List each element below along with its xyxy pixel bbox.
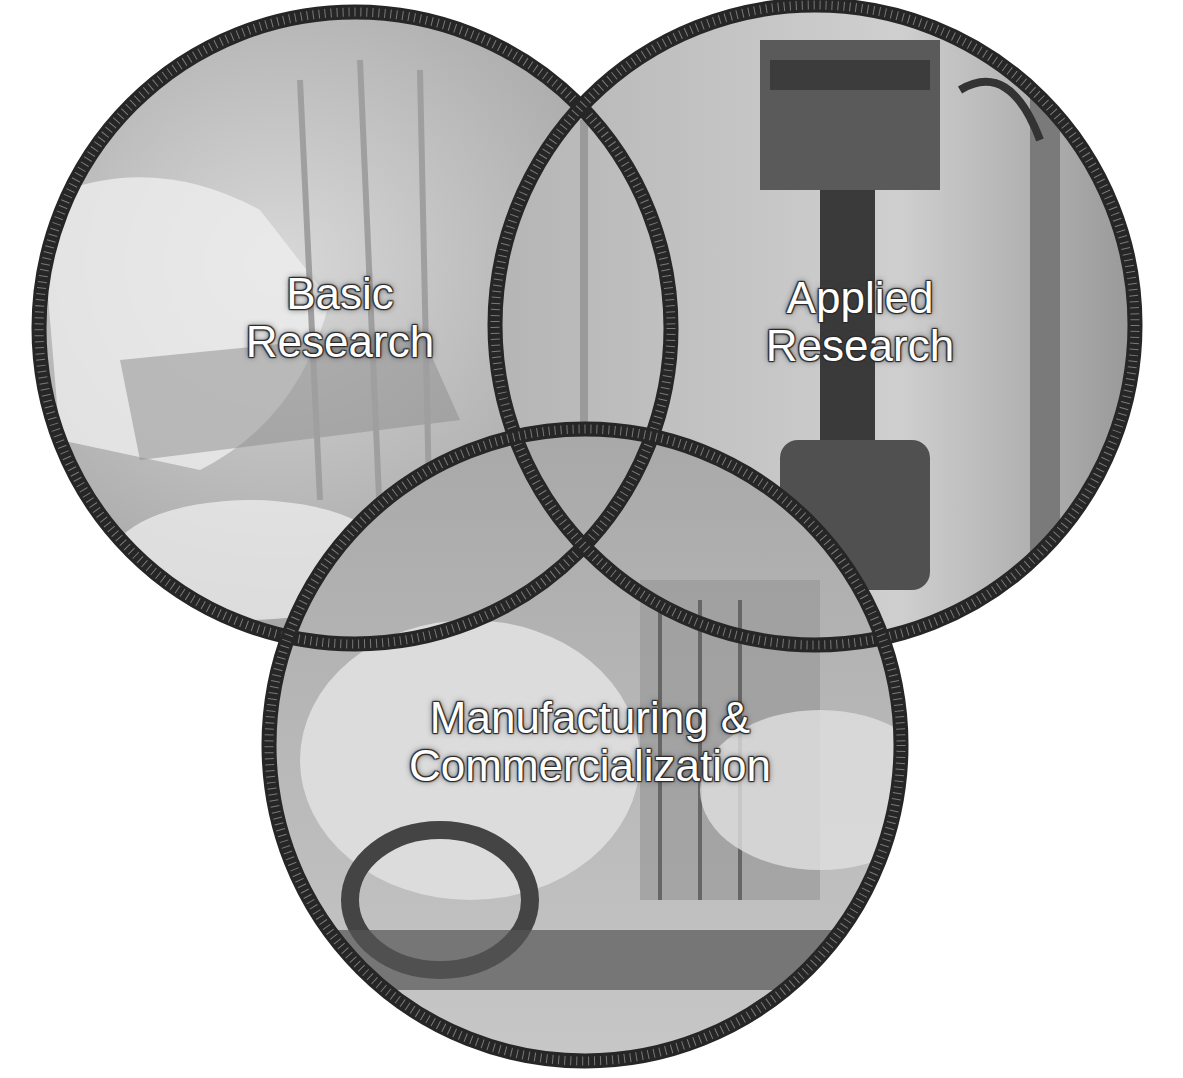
circle-border: [39, 12, 671, 644]
manufacturing-circle: Manufacturing & Commercialization: [267, 427, 903, 1063]
circle-label: Basic Research: [225, 270, 455, 365]
circle-border: [495, 5, 1135, 645]
circle-outline: [37, 10, 673, 646]
circle-label: Manufacturing & Commercialization: [375, 694, 805, 789]
circle-outline: [267, 427, 903, 1063]
circle-label: Applied Research: [740, 274, 980, 369]
basic-research-circle: Basic Research: [37, 10, 673, 646]
circle-border-speckle: [269, 429, 901, 1061]
circle-border-speckle: [495, 5, 1135, 645]
circle-border-speckle: [39, 12, 671, 644]
circle-outline: [493, 3, 1137, 647]
factory-photo: [260, 420, 940, 1078]
applied-research-circle: Applied Research: [493, 3, 1137, 647]
circle-border: [269, 429, 901, 1061]
